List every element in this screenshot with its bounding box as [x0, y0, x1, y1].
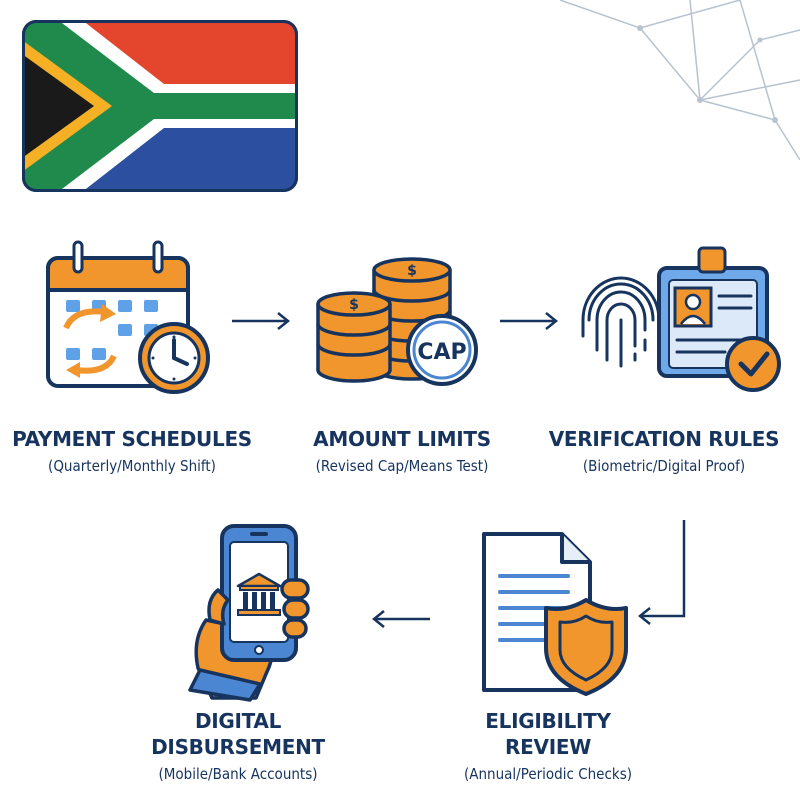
step-title-verification-rules: VERIFICATION RULES [548, 427, 780, 451]
step-subtitle-verification-rules: (Biometric/Digital Proof) [582, 457, 746, 475]
cap-badge-label: CAP [417, 340, 466, 365]
step-subtitle-payment-schedules: (Quarterly/Monthly Shift) [48, 457, 216, 475]
step-subtitle-eligibility-review: (Annual/Periodic Checks) [463, 765, 633, 783]
arrow-left-icon [371, 610, 430, 628]
step-title-digital-disbursement: DIGITAL DISBURSEMENT [98, 708, 378, 760]
arrow-right-icon [500, 312, 559, 330]
step-title-line1: ELIGIBILITY [485, 709, 611, 733]
step-title-payment-schedules: PAYMENT SCHEDULES [12, 427, 252, 451]
svg-text:$: $ [407, 263, 417, 279]
phone-bank-icon [188, 524, 310, 702]
step-title-amount-limits: AMOUNT LIMITS [313, 427, 491, 451]
document-shield-icon [482, 532, 628, 696]
step-title-eligibility-review: ELIGIBILITY REVIEW [408, 708, 688, 760]
fingerprint-id-badge-icon [581, 246, 781, 392]
arrow-down-left-icon [637, 520, 686, 625]
south-africa-flag-icon [22, 20, 298, 192]
coin-stacks-icon: $ $ CAP [316, 257, 478, 386]
step-title-line1: DIGITAL [194, 709, 282, 733]
arrow-right-icon [232, 312, 291, 330]
step-subtitle-amount-limits: (Revised Cap/Means Test) [315, 457, 489, 475]
svg-text:$: $ [349, 297, 359, 313]
step-title-line2: DISBURSEMENT [151, 735, 325, 759]
calendar-clock-icon [46, 240, 210, 394]
step-title-line2: REVIEW [505, 735, 591, 759]
step-subtitle-digital-disbursement: (Mobile/Bank Accounts) [158, 765, 318, 783]
